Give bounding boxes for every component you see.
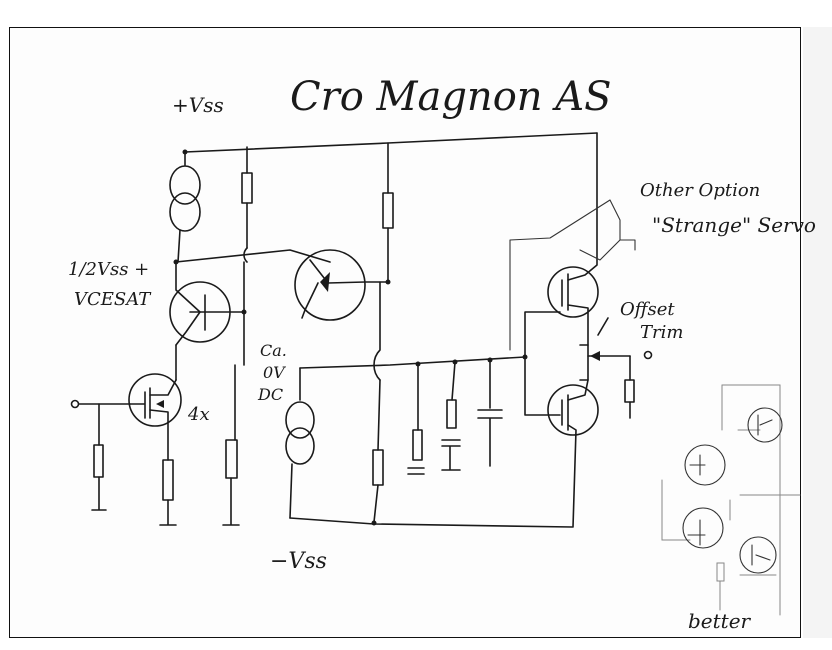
wire [567, 304, 589, 346]
label-0v: 0V [263, 363, 286, 382]
label-vss-negative: −Vss [270, 549, 327, 574]
label-vcesat: VCESAT [74, 289, 152, 310]
transistor-gate [561, 394, 569, 431]
resistor-bias [241, 172, 253, 204]
label-4x: 4x [187, 404, 210, 425]
ground [91, 476, 107, 511]
current-source-lower [285, 401, 315, 439]
paper-sheet [9, 27, 801, 638]
label-trim: Trim [640, 322, 683, 343]
label-offset: Offset [620, 299, 675, 320]
wire [451, 361, 456, 401]
current-source-upper [169, 165, 201, 205]
wire [149, 379, 177, 396]
resistor-cap-bank [412, 429, 423, 461]
bottom-supply-rail [289, 517, 573, 528]
better-alternative-sketch [661, 384, 801, 616]
wire [149, 409, 169, 461]
label-ca: Ca. [260, 341, 287, 360]
title: Cro Magnon AS [290, 74, 612, 120]
current-source-lower [285, 427, 315, 465]
wire [567, 424, 577, 528]
trim-arrow [590, 351, 600, 361]
input-arrow [156, 400, 164, 408]
resistor-trim [624, 379, 635, 403]
offset-trim-pot [579, 344, 589, 381]
input-transistor [128, 373, 182, 427]
current-source-upper [169, 192, 201, 232]
resistor-lower [372, 449, 384, 486]
transistor-driver-emitter [301, 282, 319, 319]
servo-opamp-outline [579, 239, 621, 261]
page-margin [803, 27, 832, 638]
wire [289, 463, 293, 519]
junction-dot [371, 520, 377, 526]
label-half-vss: 1/2Vss + [68, 259, 149, 280]
capacitor [477, 359, 503, 467]
wire [377, 379, 381, 451]
label-other-option: Other Option [640, 180, 760, 201]
wire [567, 132, 598, 281]
transistor-arrow [320, 272, 330, 292]
mid-node-wire [299, 356, 526, 369]
input-terminal [70, 399, 80, 409]
resistor-cap-bank [446, 399, 457, 429]
ground [222, 477, 240, 526]
wire [597, 317, 609, 336]
wire [177, 229, 181, 263]
wire [524, 356, 561, 416]
transistor-driver [294, 249, 366, 321]
servo-opamp-outline [509, 199, 636, 351]
ground [159, 499, 177, 526]
transistor-driver-leads [309, 259, 389, 284]
label-strange-servo: "Strange" Servo [652, 213, 816, 237]
resistor-source [162, 459, 174, 501]
capacitor [441, 439, 461, 471]
resistor-base [225, 439, 238, 479]
transistor-gate [561, 273, 569, 311]
terminal [643, 350, 653, 360]
label-dc: DC [257, 385, 283, 404]
output-transistor-lower [547, 384, 599, 436]
wire [567, 379, 589, 401]
wire-crossover [373, 281, 381, 381]
wire [373, 484, 379, 523]
transistor-leads [175, 261, 201, 346]
label-better: better [688, 609, 752, 633]
wire [524, 311, 561, 358]
output-transistor-upper [547, 266, 599, 318]
label-vss-positive: +Vss [172, 93, 224, 117]
capacitor [407, 467, 425, 475]
resistor-collector [382, 192, 394, 229]
bias-node-wire [175, 249, 331, 263]
input-transistor-gate [129, 387, 151, 419]
resistor-input [93, 444, 104, 478]
